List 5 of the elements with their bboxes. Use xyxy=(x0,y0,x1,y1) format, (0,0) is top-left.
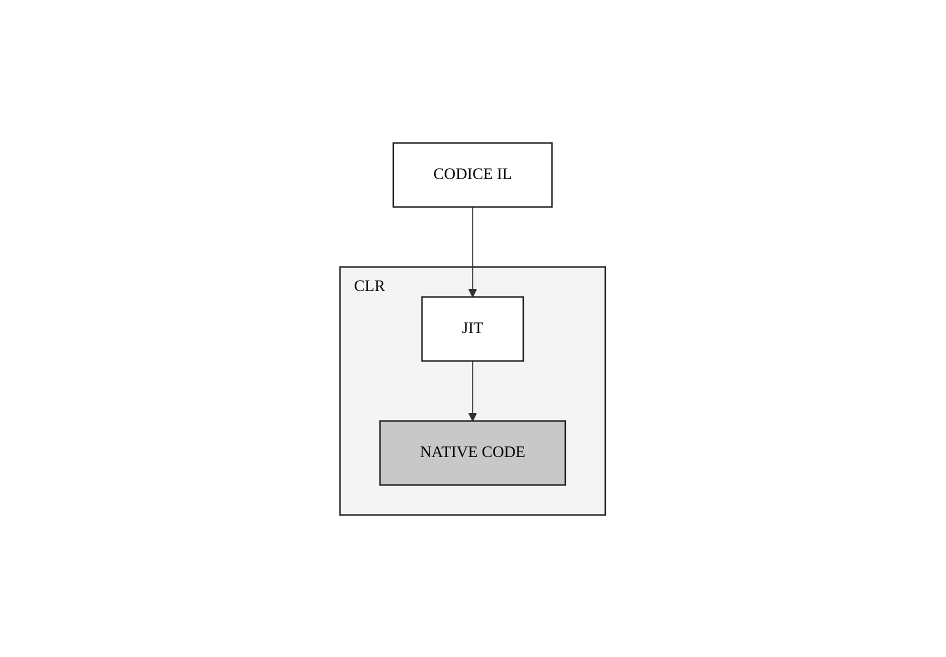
node-box: CODICE IL xyxy=(392,142,554,208)
node-box: NATIVE CODE xyxy=(380,420,566,486)
arrow xyxy=(468,206,478,297)
arrow xyxy=(468,360,478,421)
node-box: JIT xyxy=(422,296,524,362)
